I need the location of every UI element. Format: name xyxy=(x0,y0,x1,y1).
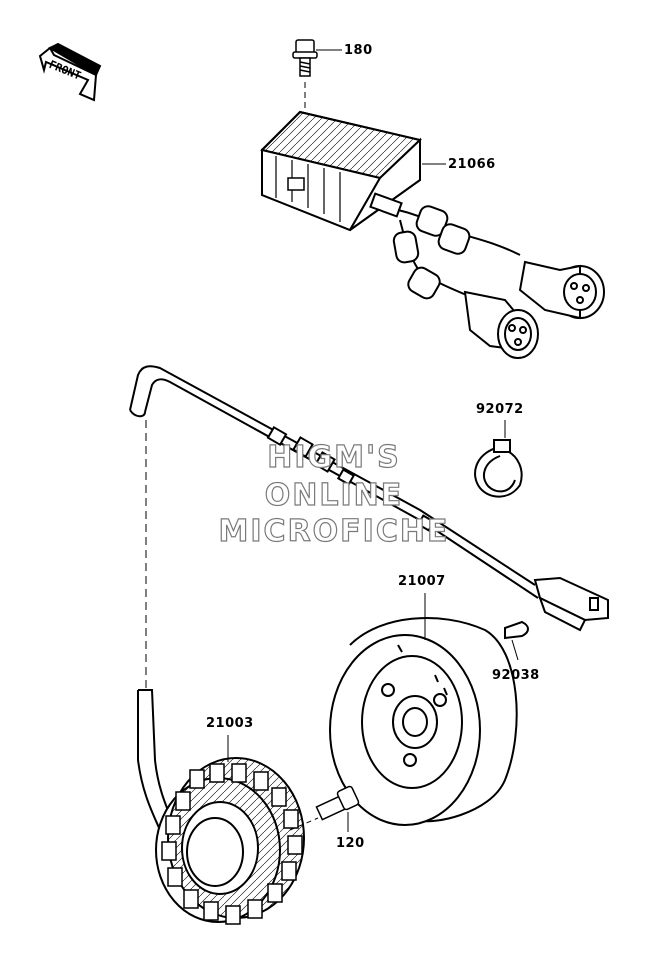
part-label-21003[interactable]: 21003 xyxy=(206,716,254,731)
part-label-180[interactable]: 180 xyxy=(344,43,373,58)
flywheel-rotor-21007[interactable] xyxy=(329,593,518,826)
part-label-21007[interactable]: 21007 xyxy=(398,574,446,589)
part-label-92072[interactable]: 92072 xyxy=(476,402,524,417)
part-label-92038[interactable]: 92038 xyxy=(492,668,540,683)
band-clamp-92072[interactable] xyxy=(474,420,523,498)
woodruff-key-92038[interactable] xyxy=(504,620,529,661)
watermark-line-1: HIGM'S xyxy=(267,439,401,475)
bolt-120[interactable] xyxy=(289,785,360,832)
front-arrow-icon xyxy=(38,42,102,102)
regulator-wiring xyxy=(369,192,521,306)
stator-21003[interactable] xyxy=(155,735,305,925)
part-label-120[interactable]: 120 xyxy=(336,836,365,851)
watermark-line-2: ONLINE xyxy=(264,477,404,513)
connector-coupler-left xyxy=(463,290,539,359)
bolt-180[interactable] xyxy=(292,39,342,175)
watermark-line-3: MICROFICHE xyxy=(218,513,450,549)
harness-connector xyxy=(533,576,609,632)
regulator-rectifier-21066[interactable] xyxy=(260,110,446,232)
part-label-21066[interactable]: 21066 xyxy=(448,157,496,172)
connector-coupler-right xyxy=(518,260,605,320)
